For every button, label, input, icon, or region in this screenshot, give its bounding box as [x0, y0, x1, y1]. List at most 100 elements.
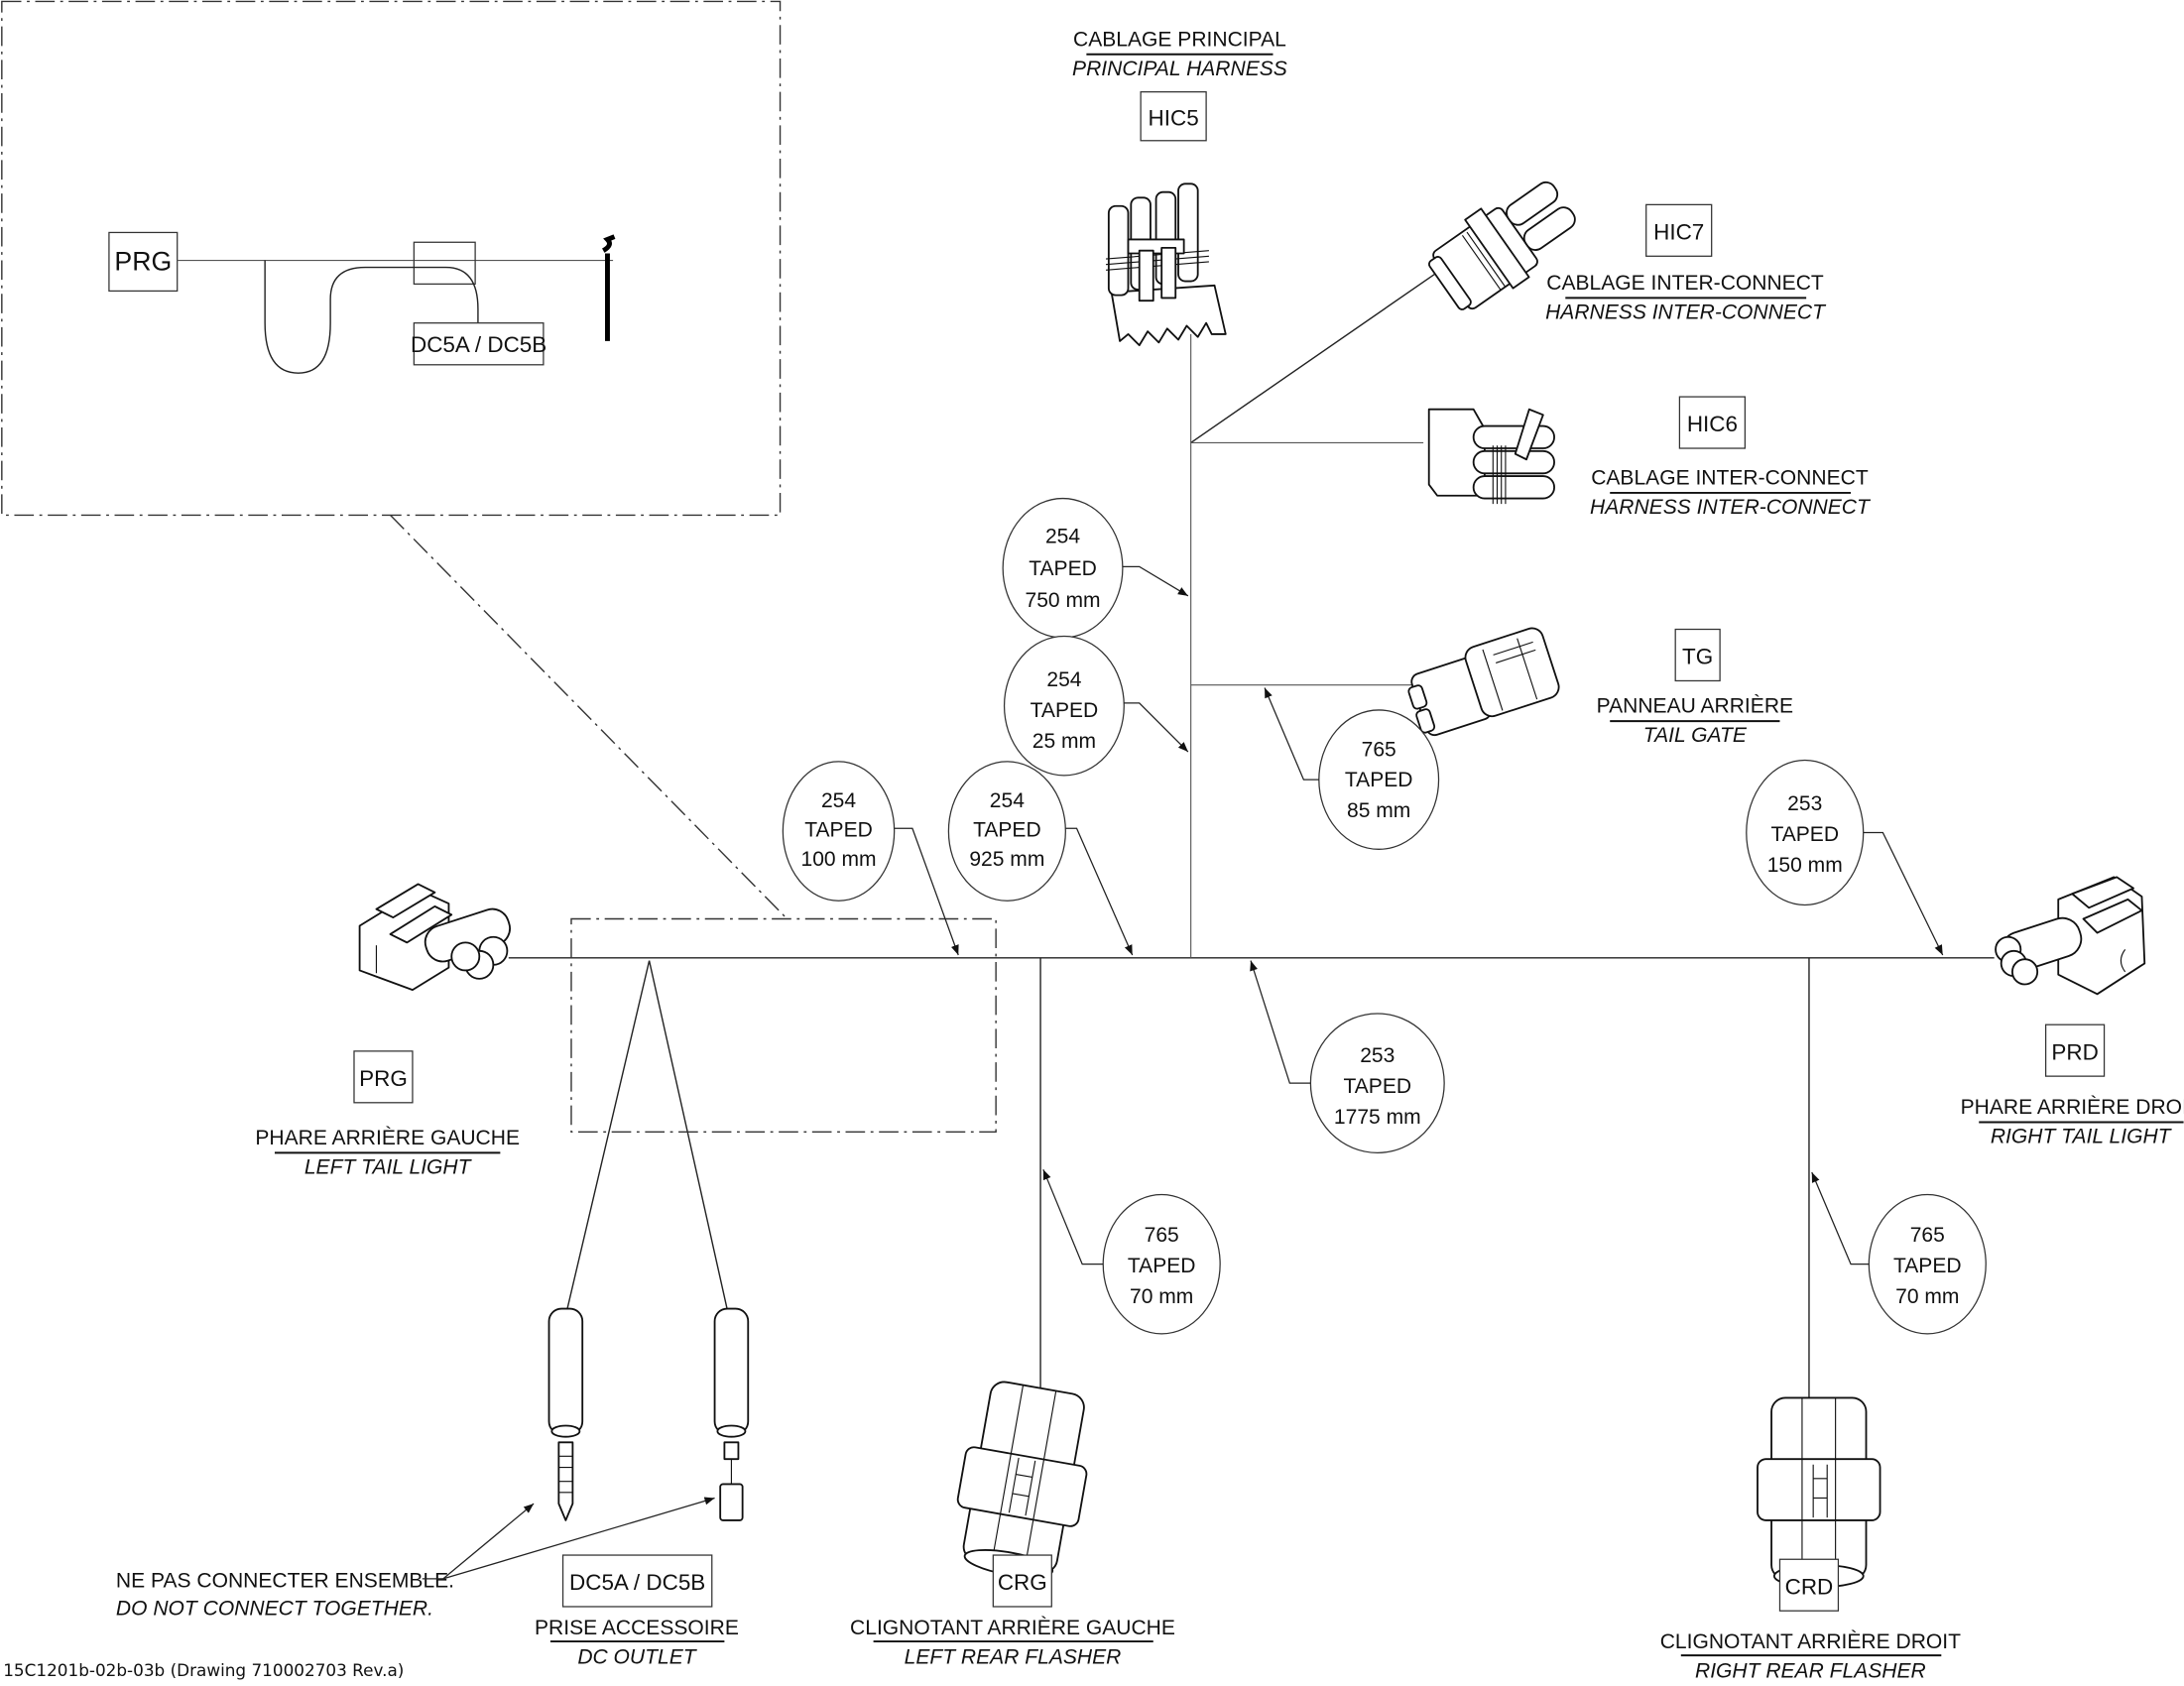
connector-tg-label: TG PANNEAU ARRIÈRE TAIL GATE: [1597, 628, 1793, 747]
label-en: RIGHT TAIL LIGHT: [1991, 1126, 2173, 1148]
inset-callout-line: [389, 514, 789, 919]
tag-box: [1778, 1558, 1840, 1612]
dc-terminal-icon[interactable]: [713, 1307, 750, 1521]
flasher-connector-icon[interactable]: [946, 1378, 1100, 1585]
inset-prg-tag-box: [108, 231, 179, 293]
label-en: TAIL GATE: [1643, 724, 1748, 747]
label-fr: CABLAGE PRINCIPAL: [1073, 28, 1286, 51]
label-en: RIGHT REAR FLASHER: [1695, 1660, 1926, 1683]
hic7-branch-wire: [1190, 273, 1435, 443]
inset-dc-tag: DC5A / DC5B: [411, 332, 546, 357]
connector-hic5-label: CABLAGE PRINCIPAL PRINCIPAL HARNESS HIC5: [1072, 28, 1287, 142]
segment-code: 254: [821, 789, 856, 812]
label-en: HARNESS INTER-CONNECT: [1545, 301, 1827, 323]
connector-tag: TG: [1682, 645, 1713, 669]
segment-type: TAPED: [1345, 769, 1413, 791]
segment-length: 70 mm: [1895, 1285, 1959, 1308]
segment-length: 85 mm: [1347, 799, 1410, 822]
segment-length: 1775 mm: [1334, 1106, 1421, 1129]
label-fr: CABLAGE INTER-CONNECT: [1591, 467, 1869, 490]
interconnect-connector-icon[interactable]: [1427, 408, 1555, 505]
connector-tag: HIC5: [1149, 105, 1199, 130]
tag-box: [1140, 91, 1207, 142]
tag-box: [1678, 396, 1747, 449]
connector-tag: PRG: [359, 1066, 408, 1091]
segment-type: TAPED: [1128, 1255, 1196, 1277]
label-en: PRINCIPAL HARNESS: [1072, 58, 1287, 80]
inset-detail: PRG DC5A / DC5B: [1, 0, 789, 919]
flasher-connector-icon[interactable]: [1757, 1396, 1881, 1589]
label-fr: CABLAGE INTER-CONNECT: [1546, 272, 1824, 295]
label-en: HARNESS INTER-CONNECT: [1590, 496, 1872, 519]
segment-bubble: 254 TAPED 25 mm: [1003, 635, 1189, 777]
connector-hic6-label: HIC6 CABLAGE INTER-CONNECT HARNESS INTER…: [1590, 396, 1872, 519]
label-en: LEFT TAIL LIGHT: [304, 1155, 473, 1178]
segment-length: 100 mm: [800, 848, 876, 871]
segment-code: 253: [1787, 792, 1822, 815]
inset-dc-tag-box: [413, 322, 545, 366]
label-fr: PHARE ARRIÈRE GAUCHE: [255, 1127, 520, 1149]
connector-crd-label: CRD CLIGNOTANT ARRIÈRE DROIT RIGHT REAR …: [1660, 1558, 1961, 1683]
segment-length: 750 mm: [1026, 589, 1101, 612]
label-fr: PANNEAU ARRIÈRE: [1597, 695, 1793, 718]
segment-type: TAPED: [1893, 1255, 1962, 1277]
connector-tag: CRD: [1785, 1574, 1834, 1599]
connector-tag: HIC7: [1653, 219, 1704, 244]
segment-bubble: 254 TAPED 925 mm: [947, 761, 1134, 956]
dc-wire-a: [564, 960, 651, 1316]
interconnect-connector-icon[interactable]: [1419, 167, 1588, 319]
inset-sleeve: [413, 241, 476, 286]
connector-prd-label: PRD PHARE ARRIÈRE DROIT RIGHT TAIL LIGHT: [1961, 1024, 2184, 1148]
connector-crg-label: CRG CLIGNOTANT ARRIÈRE GAUCHE LEFT REAR …: [850, 1554, 1175, 1669]
wiring: [508, 273, 1995, 1406]
note-en: DO NOT CONNECT TOGETHER.: [116, 1597, 433, 1620]
tag-box: [2044, 1024, 2106, 1077]
segment-bubble: 253 TAPED 1775 mm: [1250, 960, 1445, 1153]
segment-type: TAPED: [1031, 699, 1099, 722]
tag-box: [561, 1554, 713, 1608]
segment-code: 254: [1045, 525, 1080, 547]
connector-prg-label: PRG PHARE ARRIÈRE GAUCHE LEFT TAIL LIGHT: [255, 1050, 520, 1178]
tag-box: [1645, 203, 1713, 257]
tail-light-connector-icon[interactable]: [1995, 876, 2146, 996]
segment-length: 70 mm: [1130, 1285, 1193, 1308]
segment-type: TAPED: [973, 819, 1041, 842]
connector-tag: CRG: [998, 1570, 1047, 1595]
segment-type: TAPED: [804, 819, 873, 842]
tailgate-connector-icon[interactable]: [1401, 626, 1561, 740]
dc-detail-frame: [570, 917, 997, 1133]
segment-code: 765: [1910, 1224, 1945, 1247]
label-fr: CLIGNOTANT ARRIÈRE GAUCHE: [850, 1617, 1175, 1639]
segment-type: TAPED: [1770, 823, 1839, 846]
connector-tag: HIC6: [1687, 412, 1738, 436]
dc-terminal-icon[interactable]: [547, 1307, 584, 1521]
label-fr: PRISE ACCESSOIRE: [535, 1617, 739, 1639]
inset-prg-tag: PRG: [114, 246, 172, 276]
label-fr: CLIGNOTANT ARRIÈRE DROIT: [1660, 1630, 1961, 1653]
inset-terminal-icon: [601, 234, 616, 341]
segment-bubble: 765 TAPED 85 mm: [1264, 687, 1440, 850]
segment-bubble: 254 TAPED 750 mm: [1002, 497, 1189, 639]
four-pin-connector-icon[interactable]: [1105, 182, 1227, 347]
tag-box: [992, 1554, 1052, 1608]
segment-bubble: 765 TAPED 70 mm: [1811, 1171, 1987, 1335]
inset-loop-wire: [264, 260, 479, 374]
connector-tag: PRD: [2051, 1039, 2098, 1064]
label-en: LEFT REAR FLASHER: [905, 1646, 1122, 1669]
tag-box: [353, 1050, 414, 1104]
note-fr: NE PAS CONNECTER ENSEMBLE.: [116, 1569, 454, 1592]
tag-box: [1674, 628, 1721, 682]
segment-code: 765: [1362, 738, 1396, 761]
label-en: DC OUTLET: [577, 1646, 697, 1669]
segment-bubble: 253 TAPED 150 mm: [1746, 759, 1944, 956]
dc-wire-b: [648, 960, 730, 1316]
segment-length: 925 mm: [969, 848, 1044, 871]
segment-code: 254: [990, 789, 1025, 812]
connector-hic7-label: HIC7 CABLAGE INTER-CONNECT HARNESS INTER…: [1545, 203, 1827, 323]
drawing-reference: 15C1201b-02b-03b (Drawing 710002703 Rev.…: [3, 1660, 404, 1680]
segment-type: TAPED: [1343, 1075, 1411, 1098]
connector-tag: DC5A / DC5B: [569, 1570, 705, 1595]
segment-code: 254: [1046, 668, 1081, 691]
tail-light-connector-icon[interactable]: [358, 883, 515, 992]
